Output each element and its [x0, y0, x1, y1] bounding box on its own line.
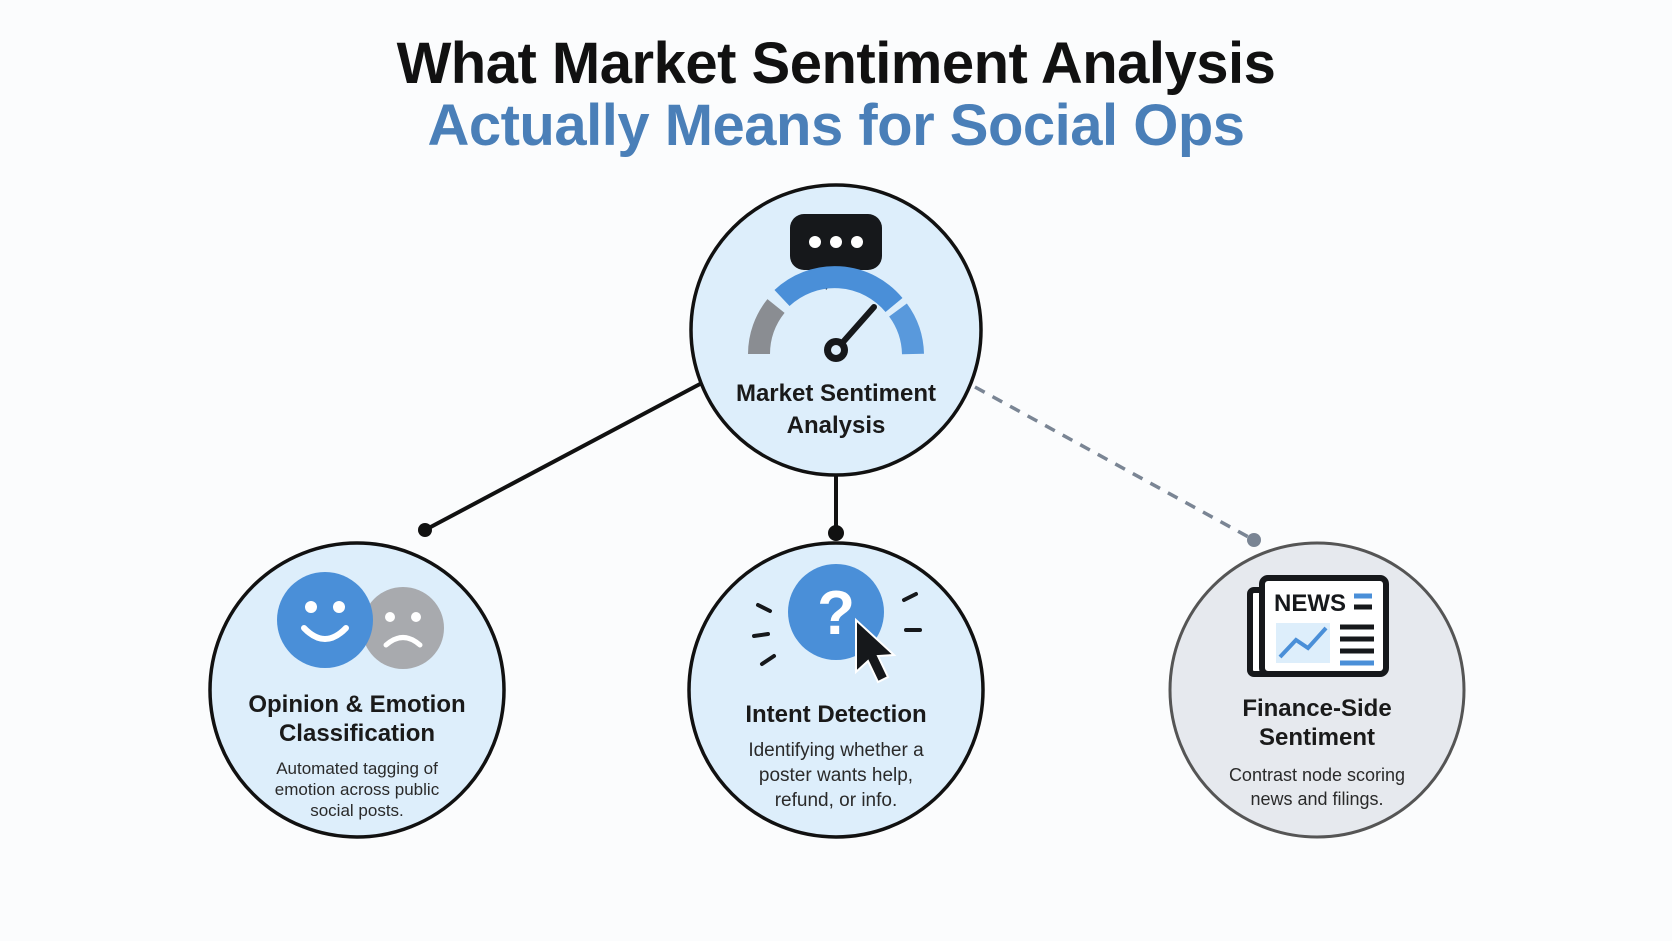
- intent-node-label: Intent Detection: [745, 701, 927, 728]
- intent-node-description: Identifying whether a poster wants help,…: [748, 740, 924, 811]
- connector-endpoint-finance: [1247, 533, 1261, 547]
- sentiment-gauge-icon: [748, 266, 924, 362]
- svg-text:?: ?: [817, 579, 855, 648]
- connector-center-to-finance: [974, 385, 1255, 542]
- sad-face-icon: [362, 587, 444, 669]
- title-line-1: What Market Sentiment Analysis: [396, 31, 1276, 96]
- attention-rays-icon: [752, 592, 922, 666]
- happy-face-icon: [277, 572, 373, 668]
- news-text: NEWS: [1274, 590, 1346, 617]
- finance-node-description: Contrast node scoring news and filings.: [1228, 765, 1406, 809]
- newspaper-icon: NEWS: [1247, 575, 1389, 677]
- connector-endpoint-opinion: [418, 523, 432, 537]
- intent-node[interactable]: [687, 541, 985, 839]
- center-node-label: Market Sentiment Analysis: [735, 380, 937, 439]
- cursor-pointer-icon: [855, 617, 897, 684]
- title-line-2: Actually Means for Social Ops: [427, 93, 1245, 158]
- connector-center-to-opinion: [424, 382, 701, 532]
- connector-endpoint-intent: [828, 525, 844, 541]
- finance-node[interactable]: [1168, 541, 1466, 839]
- opinion-node-label: Opinion & Emotion Classification: [248, 691, 466, 747]
- opinion-node-description: Automated tagging of emotion across publ…: [274, 759, 440, 820]
- center-node[interactable]: [689, 183, 983, 477]
- finance-node-label: Finance-Side Sentiment: [1242, 695, 1392, 751]
